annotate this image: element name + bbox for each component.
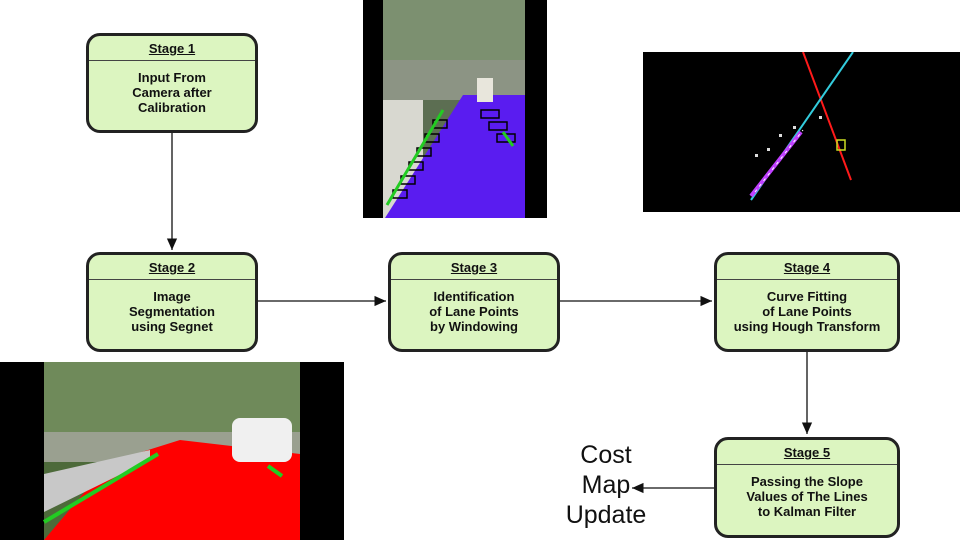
windowing-photo	[363, 0, 547, 218]
hough-photo	[643, 52, 960, 212]
stage-5-title: Stage 5	[717, 440, 897, 465]
stage-4-title: Stage 4	[717, 255, 897, 280]
stage-3-title: Stage 3	[391, 255, 557, 280]
stage-2-title: Stage 2	[89, 255, 255, 280]
segmentation-photo	[0, 362, 344, 540]
stage-1-title: Stage 1	[89, 36, 255, 61]
